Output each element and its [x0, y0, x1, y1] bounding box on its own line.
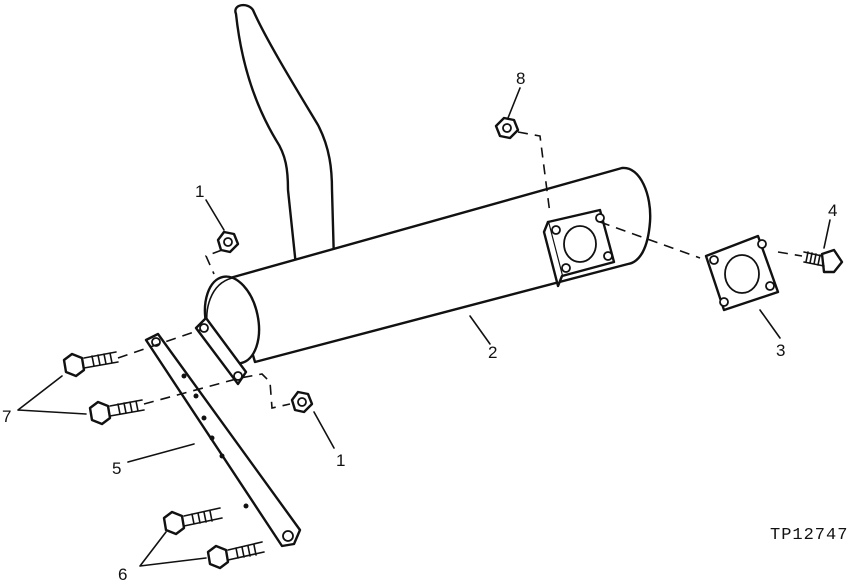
exhaust-stack	[234, 3, 336, 271]
nut-1-lower	[290, 390, 314, 414]
muffler-outlet-flange	[542, 208, 616, 288]
cap-screw-7-upper	[62, 351, 119, 378]
assembly-lines	[117, 131, 803, 409]
nut-1-upper	[216, 230, 240, 254]
cap-screw-7-lower	[88, 399, 145, 426]
callout-3: 3	[776, 341, 785, 360]
cap-screw-6-upper	[162, 507, 223, 536]
nut-8	[494, 116, 520, 140]
bracket-5	[144, 332, 302, 548]
leader-lines	[17, 87, 831, 567]
callout-4: 4	[828, 201, 837, 220]
figure-id: TP12747	[770, 526, 848, 545]
callout-2: 2	[488, 343, 497, 362]
callout-5: 5	[112, 459, 121, 478]
muffler-mounting-tab	[194, 316, 248, 386]
gasket	[704, 234, 780, 312]
callout-1-lower: 1	[336, 451, 345, 470]
callout-6: 6	[118, 565, 127, 581]
callout-8: 8	[516, 69, 525, 88]
cap-screw-6-lower	[206, 541, 265, 570]
callout-1-upper: 1	[195, 182, 204, 201]
callout-7: 7	[2, 407, 11, 426]
bolt-4	[803, 248, 844, 274]
